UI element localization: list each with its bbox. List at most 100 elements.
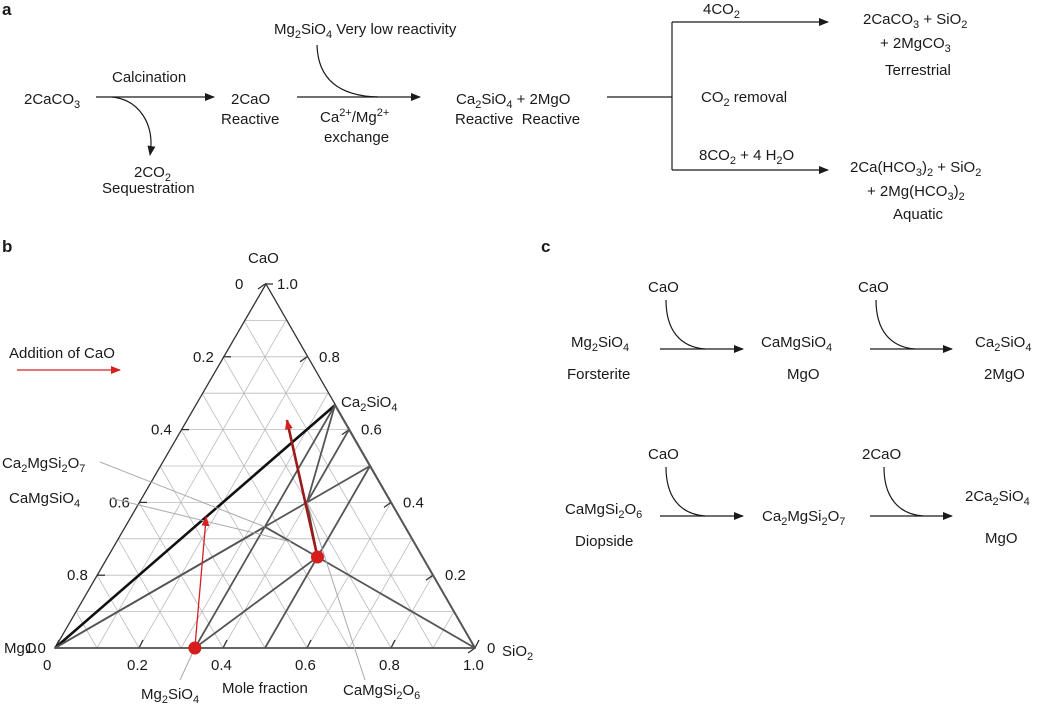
- tie-line: [306, 429, 350, 503]
- cao-reactive-note: Reactive: [221, 111, 279, 128]
- tick-right: [383, 501, 392, 508]
- tick-label-bottom: 0.4: [211, 657, 232, 674]
- tick-bottom: [222, 639, 228, 649]
- tick-label-left: 0: [235, 276, 243, 293]
- tie-line: [317, 556, 476, 649]
- row2-feed-curve-1: [665, 466, 706, 517]
- terrestrial-products-2: + 2MgCO3: [880, 35, 951, 55]
- tick-label-right: 0.8: [319, 349, 340, 366]
- forsterite-reaction-path: [194, 515, 210, 649]
- label-mg2sio4: Mg2SiO4: [141, 686, 199, 706]
- panel-a: a 2CaCO3 Calcination 2CO2 Sequestration …: [2, 0, 981, 223]
- tie-line: [54, 404, 336, 649]
- tie-line: [264, 556, 319, 649]
- tie-line: [194, 556, 319, 649]
- tick-bottom: [390, 639, 396, 649]
- tick-label-bottom: 1.0: [463, 657, 484, 674]
- row2-end: 2Ca2SiO4: [965, 488, 1030, 508]
- tick-label-left: 0.6: [109, 494, 130, 511]
- phase-points: [188, 550, 324, 655]
- tick-label-right: 0.6: [361, 422, 382, 439]
- tie-line: [264, 404, 336, 528]
- tie-line: [306, 465, 371, 504]
- row2-cao-1: CaO: [648, 446, 679, 463]
- label-camgsio4: CaMgSiO4: [9, 490, 80, 510]
- addition-of-cao-label: Addition of CaO: [9, 345, 115, 362]
- tie-line: [264, 526, 318, 558]
- row2-start-note: Diopside: [575, 533, 633, 550]
- row2-start: CaMgSi2O6: [565, 501, 642, 521]
- caco3-reactant: 2CaCO3: [24, 91, 80, 111]
- row1-feed-curve-1: [665, 299, 706, 350]
- row1-mid-note: MgO: [787, 366, 820, 383]
- row1-start-note: Forsterite: [567, 366, 630, 383]
- label-ca2sio4: Ca2SiO4: [341, 394, 397, 414]
- tick-label-bottom: 0: [43, 657, 51, 674]
- row1-cao-1: CaO: [648, 279, 679, 296]
- label-ca2mgsi2o7: Ca2MgSi2O7: [2, 455, 85, 475]
- diopside-reaction-path: [284, 419, 319, 558]
- co2-removal-label: CO2 removal: [701, 89, 787, 109]
- tick-label-right: 0.2: [445, 567, 466, 584]
- tie-line: [348, 429, 476, 649]
- row1-start: Mg2SiO4: [571, 334, 629, 354]
- phase-point-camgsi2o6: [311, 550, 324, 564]
- tick-bottom: [306, 639, 312, 649]
- row1-feed-curve-2: [875, 299, 916, 350]
- row2-cao-2: 2CaO: [862, 446, 901, 463]
- calcination-label: Calcination: [112, 69, 186, 86]
- tick-bottom: [138, 639, 144, 649]
- tie-line: [194, 526, 266, 649]
- tick-right: [425, 574, 434, 581]
- mg2sio4-reactant: Mg2SiO4 Very low reactivity: [274, 21, 457, 41]
- tick-right: [257, 283, 266, 290]
- panel-c: c CaO Mg2SiO4 Forsterite CaMgSiO4 MgO Ca…: [541, 237, 1031, 550]
- cao-product: 2CaO: [231, 91, 270, 108]
- panel-b-label: b: [2, 237, 12, 256]
- label-leader-line: [99, 461, 265, 528]
- tick-label-bottom: 0.6: [295, 657, 316, 674]
- vertex-mgo-label: MgO: [4, 640, 37, 657]
- row1-mid: CaMgSiO4: [761, 334, 832, 354]
- vertex-cao-label: CaO: [248, 250, 279, 267]
- row2-end-note: MgO: [985, 530, 1018, 547]
- grid-line-sio2: [96, 320, 287, 649]
- tie-line: [316, 465, 371, 558]
- row2-feed-curve-2: [883, 466, 924, 517]
- exchange-ions: Ca2+/Mg2+: [320, 107, 389, 126]
- aquatic-products-1: 2Ca(HCO3)2 + SiO2: [850, 159, 981, 179]
- row1-cao-2: CaO: [858, 279, 889, 296]
- terrestrial-label: Terrestrial: [885, 62, 951, 79]
- aquatic-reagents: 8CO2 + 4 H2O: [699, 147, 794, 167]
- tick-bottom: [474, 639, 480, 649]
- label-camgsi2o6: CaMgSi2O6: [343, 682, 420, 702]
- tick-label-left: 0.2: [193, 349, 214, 366]
- tie-line: [306, 404, 336, 503]
- row2-mid: Ca2MgSi2O7: [762, 508, 845, 528]
- terrestrial-products-1: 2CaCO3 + SiO2: [863, 11, 967, 31]
- reaction-paths: [194, 419, 319, 649]
- phase-point-mg2sio4: [188, 641, 202, 655]
- grid-line-sio2: [180, 393, 329, 649]
- tick-label-left: 0.8: [67, 567, 88, 584]
- tick-label-right: 0.4: [403, 494, 424, 511]
- tick-label-bottom: 0.8: [379, 657, 400, 674]
- leader-lines: [99, 461, 366, 681]
- row1-end: Ca2SiO4: [975, 334, 1031, 354]
- panel-a-label: a: [2, 0, 12, 19]
- row1-end-note: 2MgO: [984, 366, 1025, 383]
- phase-lines: [54, 404, 476, 649]
- aquatic-label: Aquatic: [893, 206, 944, 223]
- ternary-grid: [75, 319, 455, 649]
- tick-label-bottom: 0.2: [127, 657, 148, 674]
- tie-line: [334, 404, 350, 431]
- aquatic-products-2: + 2Mg(HCO3)2: [867, 183, 965, 203]
- panel-c-label: c: [541, 237, 550, 256]
- label-leader-line: [306, 502, 366, 681]
- terrestrial-co2: 4CO2: [703, 1, 740, 21]
- tick-label-right: 0: [487, 640, 495, 657]
- products-reactive-note: Reactive Reactive: [455, 111, 580, 128]
- tick-label-left: 1.0: [25, 640, 46, 657]
- co2-product: 2CO2: [134, 164, 171, 184]
